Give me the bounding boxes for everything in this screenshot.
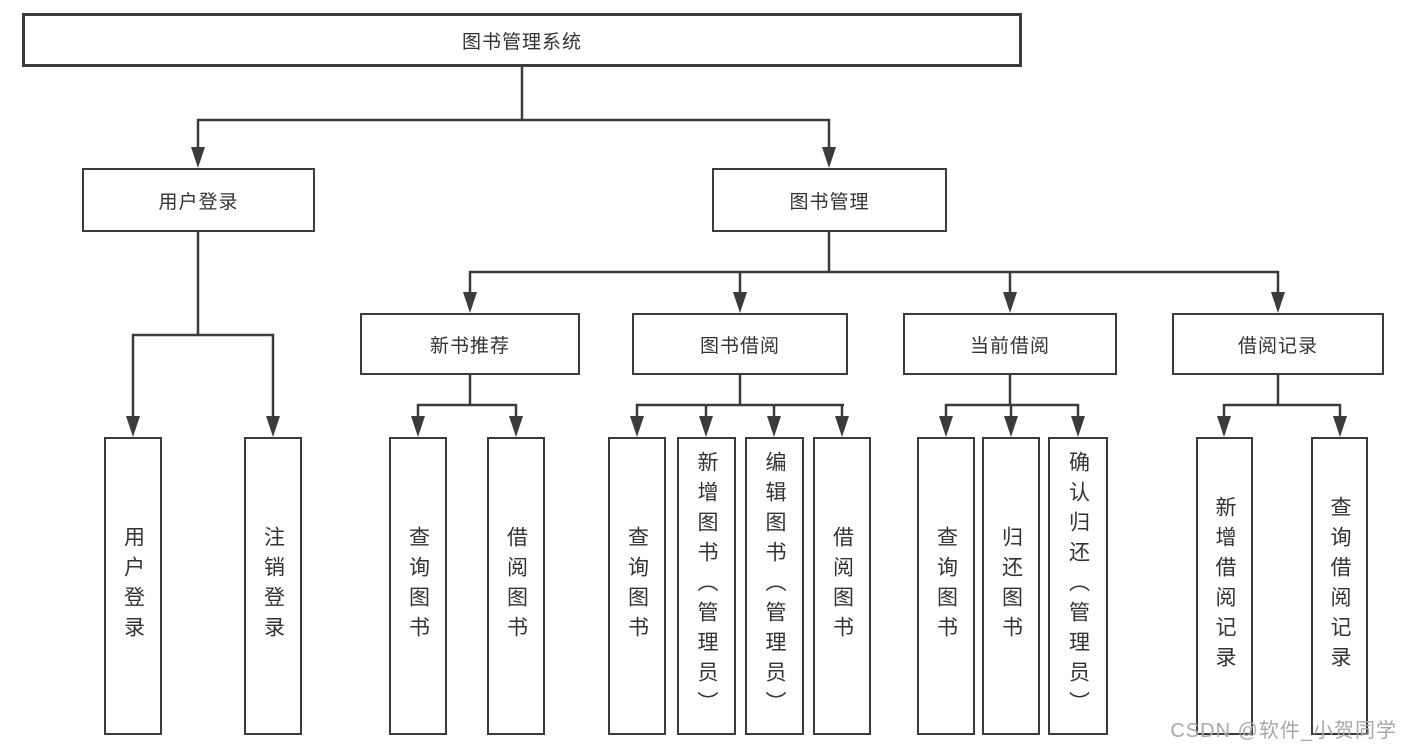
node-root-label: 图书管理系统 — [461, 31, 582, 53]
leaf-query-borrow-record: 查询借阅记录 — [1311, 437, 1368, 735]
leaf-logout: 注销登录 — [244, 437, 302, 735]
leaf-confirm-return-admin-label: 确认归还（管理员） — [1066, 451, 1090, 721]
leaf-add-borrow-record: 新增借阅记录 — [1196, 437, 1253, 735]
node-user-login: 用户登录 — [82, 168, 315, 232]
node-root: 图书管理系统 — [22, 13, 1022, 67]
leaf-edit-books-admin: 编辑图书（管理员） — [745, 437, 804, 735]
node-book-management: 图书管理 — [712, 168, 947, 232]
node-borrow-records-label: 借阅记录 — [1237, 335, 1318, 357]
leaf-return-books: 归还图书 — [982, 437, 1040, 735]
node-borrow-records: 借阅记录 — [1172, 313, 1384, 375]
leaf-query-books-1-label: 查询图书 — [406, 526, 430, 646]
leaf-user-login-label: 用户登录 — [121, 526, 145, 646]
leaf-add-books-admin: 新增图书（管理员） — [677, 437, 736, 735]
leaf-query-books-2: 查询图书 — [608, 437, 666, 735]
leaf-add-books-admin-label: 新增图书（管理员） — [695, 451, 718, 721]
csdn-watermark: CSDN @软件_小贺同学 — [1170, 720, 1397, 742]
node-current-borrow-label: 当前借阅 — [969, 335, 1050, 357]
leaf-borrow-books-1-label: 借阅图书 — [504, 526, 528, 646]
leaf-query-books-3: 查询图书 — [917, 437, 975, 735]
leaf-query-books-2-label: 查询图书 — [625, 526, 649, 646]
leaf-borrow-books-2: 借阅图书 — [813, 437, 871, 735]
node-new-book-recommend-label: 新书推荐 — [429, 335, 510, 357]
leaf-borrow-books-1: 借阅图书 — [487, 437, 545, 735]
leaf-query-books-3-label: 查询图书 — [934, 526, 958, 646]
leaf-logout-label: 注销登录 — [261, 526, 285, 646]
leaf-borrow-books-2-label: 借阅图书 — [830, 526, 854, 646]
node-current-borrow: 当前借阅 — [903, 313, 1117, 375]
leaf-add-borrow-record-label: 新增借阅记录 — [1213, 496, 1236, 676]
leaf-edit-books-admin-label: 编辑图书（管理员） — [763, 451, 786, 721]
node-user-login-label: 用户登录 — [158, 191, 239, 213]
leaf-user-login: 用户登录 — [104, 437, 162, 735]
leaf-query-books-1: 查询图书 — [389, 437, 447, 735]
leaf-return-books-label: 归还图书 — [999, 526, 1023, 646]
node-new-book-recommend: 新书推荐 — [360, 313, 580, 375]
node-book-borrow-label: 图书借阅 — [699, 335, 780, 357]
leaf-confirm-return-admin: 确认归还（管理员） — [1048, 437, 1108, 735]
leaf-query-borrow-record-label: 查询借阅记录 — [1328, 496, 1351, 676]
node-book-management-label: 图书管理 — [789, 191, 870, 213]
node-book-borrow: 图书借阅 — [632, 313, 848, 375]
